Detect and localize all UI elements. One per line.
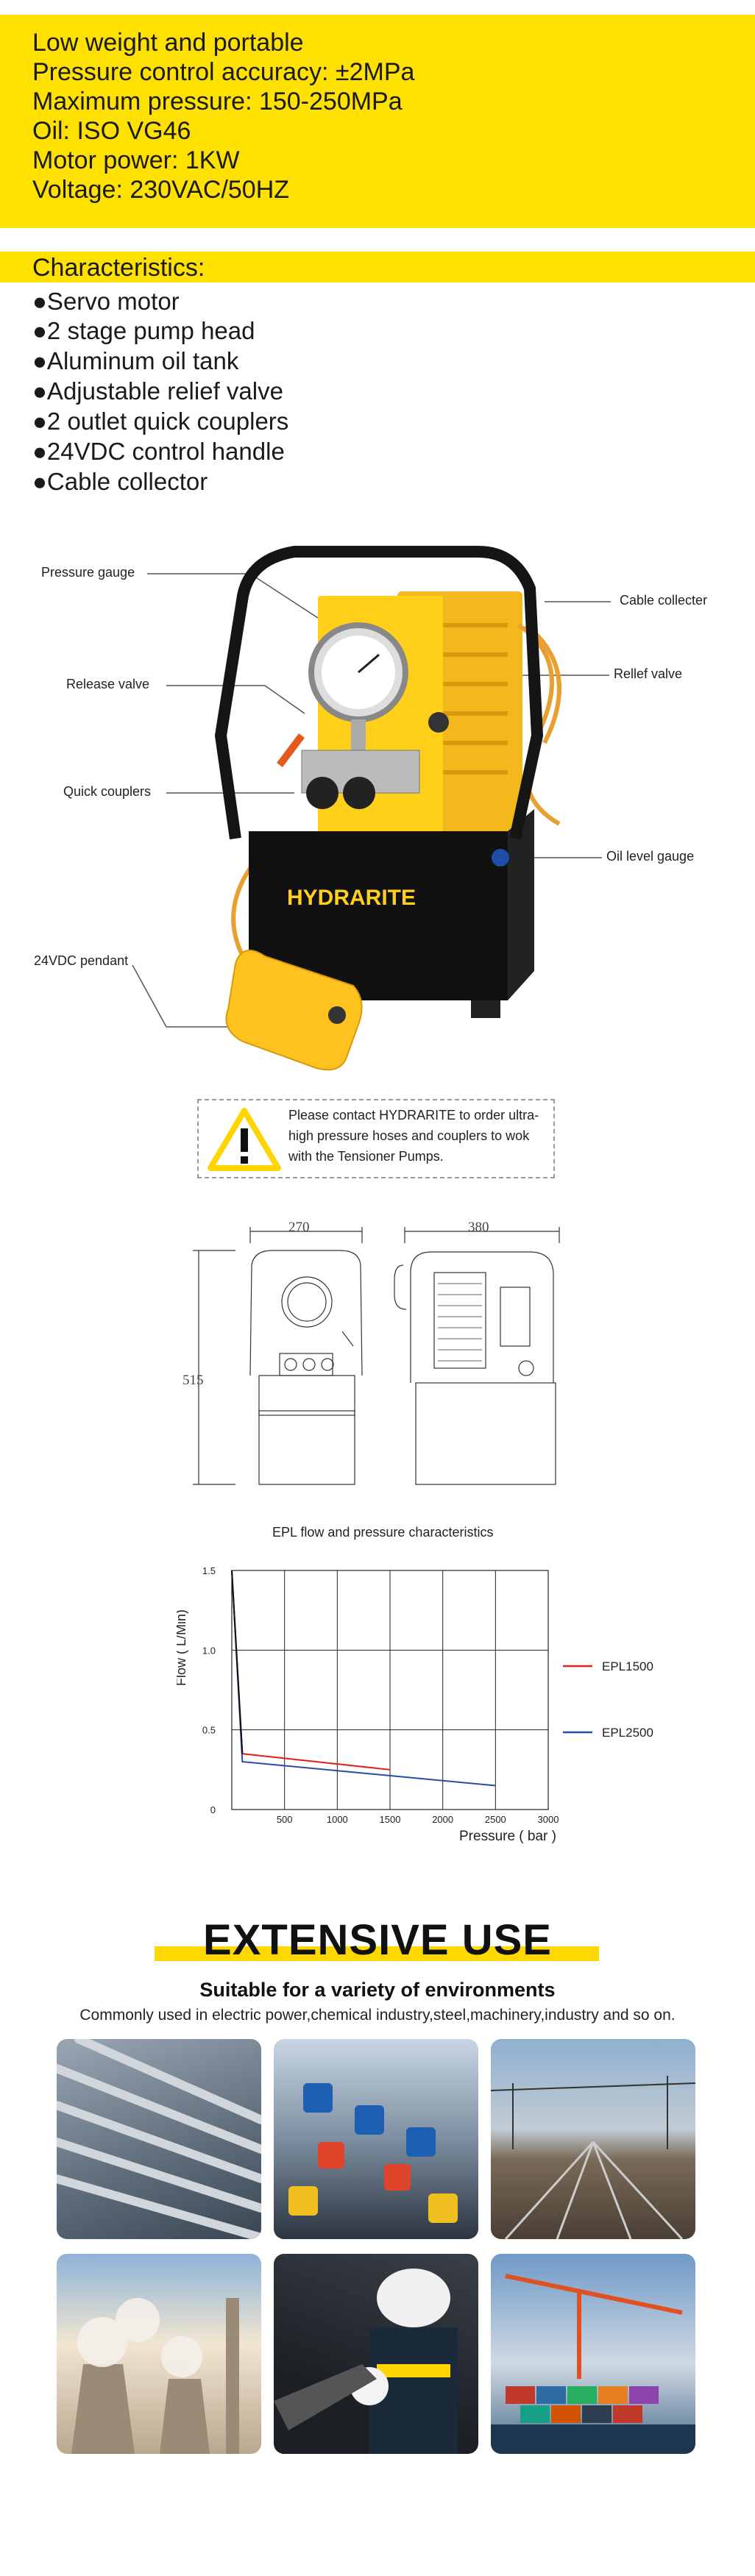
characteristics-title: Characteristics: (32, 254, 205, 282)
characteristic-item: ●24VDC control handle (32, 438, 285, 465)
warning-text: Please contact HYDRARITE to order ultra-… (288, 1108, 539, 1164)
spec-line: Voltage: 230VAC/50HZ (32, 176, 290, 204)
chart-ytick-label: 1.0 (202, 1645, 216, 1656)
pump-illustration: HYDRARITE (132, 546, 611, 1071)
chart-ytick-label: 0 (210, 1804, 216, 1815)
callout-cable-collector: Cable collecter (620, 593, 708, 608)
photo-hydraulic-tools (274, 2039, 478, 2239)
callout-pressure-gauge: Pressure gauge (41, 565, 135, 580)
chart-series-line (231, 1570, 391, 1771)
chart-xtick-label: 1500 (380, 1814, 401, 1825)
warning-icon (208, 1108, 281, 1171)
callout-pendant: 24VDC pendant (34, 953, 129, 968)
characteristic-item: ●2 outlet quick couplers (32, 408, 289, 435)
photo-container-port (491, 2254, 695, 2454)
callout-quick-couplers: Quick couplers (63, 784, 152, 799)
dimension-height: 515 (182, 1373, 204, 1388)
chart-ytick-label: 1.5 (202, 1565, 216, 1576)
chart-series-line-initial (231, 1570, 244, 1754)
extensive-title-underline (155, 1946, 599, 1961)
extensive-subtitle: Suitable for a variety of environments (199, 1979, 556, 2001)
extensive-description: Commonly used in electric power,chemical… (79, 2007, 676, 2024)
characteristic-item: ●Cable collector (32, 468, 208, 495)
callout-relief-valve: Rellef valve (614, 666, 683, 681)
characteristics-bar (0, 252, 755, 282)
characteristic-item: ●2 stage pump head (32, 317, 255, 344)
callout-release-valve: Release valve (66, 677, 150, 691)
callout-oil-level-gauge: Oil level gauge (606, 849, 695, 864)
chart-series-line (231, 1570, 496, 1787)
photo-railway (491, 2039, 695, 2239)
chart-xtick-label: 2500 (485, 1814, 506, 1825)
flow-pressure-chart: 500 1000 1500 2000 2500 3000 0 0.5 1.0 1.5 Flow … (177, 1565, 653, 1844)
spec-line: Pressure control accuracy: ±2MPa (32, 58, 415, 86)
photo-operator (274, 2254, 478, 2454)
chart-ytick-label: 0.5 (202, 1725, 216, 1736)
spec-line: Motor power: 1KW (32, 146, 240, 174)
characteristic-item: ●Aluminum oil tank (32, 347, 239, 374)
spec-line: Maximum pressure: 150-250MPa (32, 88, 403, 115)
chart-xtick-label: 1000 (327, 1814, 348, 1825)
photo-power-plant (57, 2254, 261, 2454)
chart-ylabel: Flow ( L/Min) (177, 1609, 188, 1686)
chart-xlabel: Pressure ( bar ) (459, 1829, 556, 1844)
photo-pipeline (57, 2039, 261, 2239)
spec-line: Oil: ISO VG46 (32, 117, 191, 145)
dimension-width-front: 270 (288, 1220, 310, 1235)
characteristic-item: ●Servo motor (32, 288, 180, 315)
brand-logo: HYDRARITE (287, 886, 416, 910)
chart-title: EPL flow and pressure characteristics (272, 1525, 494, 1540)
dimension-width-side: 380 (468, 1220, 489, 1235)
spec-band: Low weight and portable Pressure control… (0, 15, 755, 228)
chart-legend-label: EPL2500 (602, 1726, 653, 1740)
chart-xtick-label: 500 (277, 1814, 293, 1825)
chart-xtick-label: 2000 (432, 1814, 453, 1825)
spec-line: Low weight and portable (32, 29, 304, 57)
extensive-title: EXTENSIVE USE (203, 1916, 552, 1964)
warning-box (197, 1099, 555, 1178)
chart-xtick-label: 3000 (538, 1814, 559, 1825)
chart-legend-label: EPL1500 (602, 1659, 653, 1673)
characteristic-item: ●Adjustable relief valve (32, 377, 283, 405)
technical-drawings (193, 1227, 560, 1485)
